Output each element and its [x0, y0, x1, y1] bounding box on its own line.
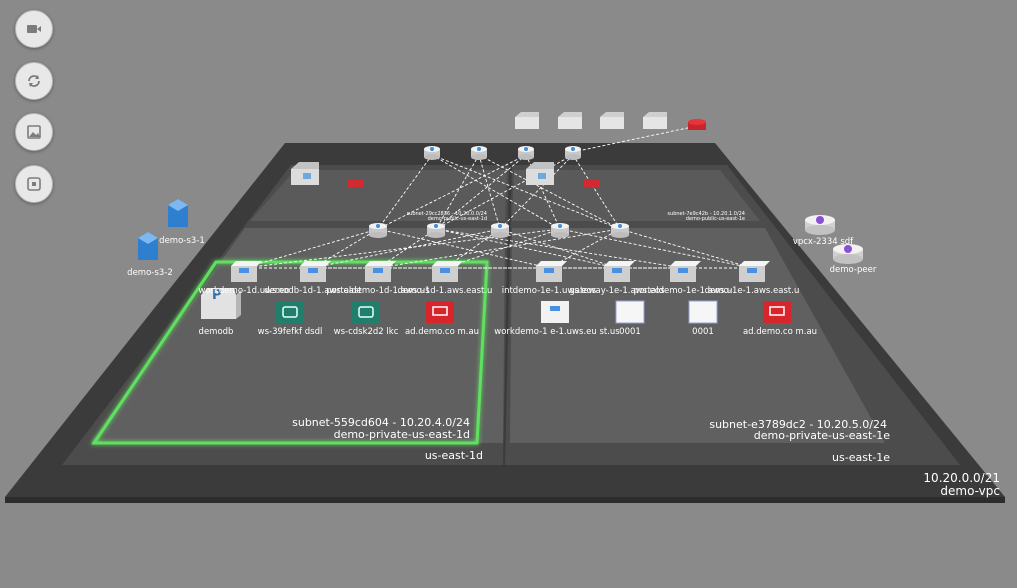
public-subnet-1e-name: demo-public-us-east-1e [686, 216, 745, 222]
instance-label: demo-1e-1.aws.east.u [705, 286, 800, 296]
az-label-1d: us-east-1d [425, 449, 483, 462]
nat-gateway-icon[interactable] [424, 146, 440, 160]
record-button[interactable] [15, 165, 53, 203]
directory-service-icon[interactable] [426, 301, 454, 323]
nat-gateway-icon[interactable] [565, 146, 581, 160]
public-subnet-1e-label: subnet-7e9c42b - 10.20.1.0/24 [667, 211, 745, 217]
s3-bucket-label: demo-s3-1 [159, 236, 205, 246]
ebs-volume-icon[interactable] [688, 300, 718, 324]
ec2-instance-icon[interactable] [231, 261, 262, 282]
rds-database-icon[interactable]: P [201, 288, 241, 319]
private-subnet-1d[interactable] [90, 228, 505, 443]
ec2-instance-icon[interactable] [365, 261, 396, 282]
private-subnet-1e[interactable] [510, 228, 885, 443]
building-icon[interactable] [643, 112, 667, 129]
subnet-1d-cidr-label: subnet-559cd604 - 10.20.4.0/24 [292, 416, 470, 429]
instance-label: workdemo-1d.uws.eo [198, 286, 289, 296]
public-subnet-1d-label: subnet-29cc2836 - 10.20.0.0/24 [407, 211, 487, 217]
directory-service-icon[interactable] [763, 301, 791, 323]
peering-label: vpcx-2334 sdf [793, 237, 854, 247]
instance-label: demodb-1d-1.aws.east [264, 286, 362, 296]
s3-bucket-label: demo-s3-2 [127, 268, 173, 278]
workspace-icon[interactable] [352, 301, 380, 323]
ec2-instance-icon[interactable] [604, 261, 635, 282]
nat-gateway-icon[interactable] [518, 146, 534, 160]
public-subnet-1d-name: demo-public-us-east-1d [428, 216, 487, 222]
instance-label: demo-1d-1.aws.east.u [398, 286, 493, 296]
refresh-button[interactable] [15, 62, 53, 100]
vpc-cidr-label: 10.20.0.0/21 [923, 471, 1000, 485]
instance-label: gateway-1e-1.aws.eos [569, 286, 665, 296]
resource-label: 0001 [692, 327, 714, 337]
resource-label: workdemo-1 e-1.uws.eu st.us [494, 327, 620, 337]
resource-label: demodb [199, 327, 234, 337]
building-icon[interactable] [558, 112, 582, 129]
endpoint-icon[interactable] [427, 223, 445, 238]
ec2-instance-icon[interactable] [300, 261, 331, 282]
resource-label: ws-cdsk2d2 lkc [334, 327, 399, 337]
ec2-instance-icon[interactable] [670, 261, 701, 282]
video-camera-icon [27, 25, 41, 33]
nat-gateway-icon[interactable] [471, 146, 487, 160]
subnet-1d-name-label: demo-private-us-east-1d [334, 428, 470, 441]
video-camera-button[interactable] [15, 10, 53, 48]
endpoint-icon[interactable] [611, 223, 629, 238]
svg-text:P: P [212, 288, 222, 303]
vpc-peering-icon[interactable] [805, 215, 835, 235]
vpc-name-label: demo-vpc [940, 484, 1000, 498]
record-icon [27, 177, 41, 191]
building-icon[interactable] [600, 112, 624, 129]
endpoint-icon[interactable] [369, 223, 387, 238]
vpc-peering-icon[interactable] [833, 244, 863, 264]
building-icon[interactable] [515, 112, 539, 129]
red-service-icon[interactable] [688, 119, 706, 130]
resource-label: ad.demo.co m.au [405, 327, 479, 337]
selected-subnet-outline [91, 260, 489, 445]
az-label-1e: us-east-1e [832, 451, 890, 464]
vpc-floor-edge [5, 497, 1005, 503]
resource-label: 0001 [619, 327, 641, 337]
ec2-instance-icon[interactable] [739, 261, 770, 282]
resource-label: ws-39fefkf dsdl [258, 327, 323, 337]
endpoint-icon[interactable] [491, 223, 509, 238]
image-button[interactable] [15, 113, 53, 151]
instance-label: portaldemo-1d-1.aws.us [326, 286, 430, 296]
ebs-volume-icon[interactable] [615, 300, 645, 324]
red-service-icon[interactable] [584, 180, 600, 187]
external-services[interactable] [515, 112, 706, 130]
instance-label: intdemo-1e-1.uws.eos [502, 286, 597, 296]
red-service-icon[interactable] [347, 180, 363, 187]
internet-gateway-building-icon[interactable] [526, 162, 554, 185]
resource-label: ad.demo.co m.au [743, 327, 817, 337]
public-subnet-1e[interactable] [512, 170, 760, 221]
internet-gateway-building-icon[interactable] [291, 162, 319, 185]
ec2-instance-icon[interactable] [536, 261, 567, 282]
endpoint-group[interactable] [369, 223, 629, 238]
instance-label: portaldemo-1e-1.aws.u [634, 286, 733, 296]
connection-lines [243, 125, 753, 269]
nat-gateway-group[interactable] [424, 146, 581, 160]
image-icon [27, 125, 41, 139]
instance-volume-icon[interactable] [541, 301, 569, 323]
endpoint-icon[interactable] [551, 223, 569, 238]
peering-label: demo-peer [830, 265, 877, 275]
refresh-icon [28, 75, 40, 87]
subnet-1e-cidr-label: subnet-e3789dc2 - 10.20.5.0/24 [709, 418, 887, 431]
workspace-icon[interactable] [276, 301, 304, 323]
s3-bucket-icon[interactable] [138, 232, 158, 260]
subnet-1e-name-label: demo-private-us-east-1e [754, 429, 890, 442]
ec2-instance-icon[interactable] [432, 261, 463, 282]
s3-bucket-icon[interactable] [168, 199, 188, 227]
